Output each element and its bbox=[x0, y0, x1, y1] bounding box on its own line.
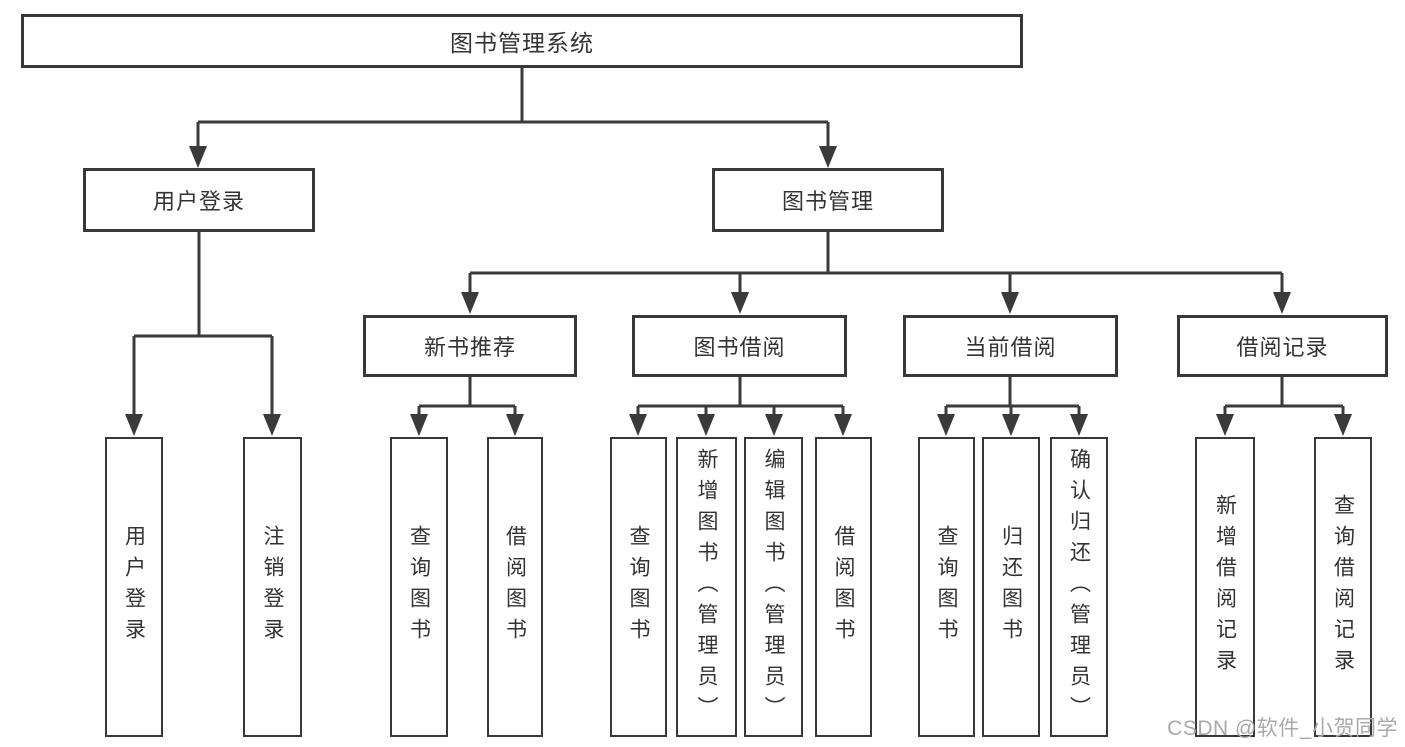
leaf-query-books-borrowing: 查询图书 bbox=[610, 437, 667, 737]
leaf-add-books-admin: 新增图书（管理员） bbox=[676, 437, 737, 737]
leaf-user-login-label: 用户登录 bbox=[122, 525, 146, 649]
node-user-login-label: 用户登录 bbox=[152, 189, 245, 214]
leaf-edit-books-admin: 编辑图书（管理员） bbox=[744, 437, 803, 737]
leaf-add-borrow-record-label: 新增借阅记录 bbox=[1213, 494, 1237, 680]
connector-root-to-level1 bbox=[189, 68, 837, 168]
node-current-borrowing-label: 当前借阅 bbox=[964, 335, 1057, 360]
leaf-query-borrow-record: 查询借阅记录 bbox=[1314, 437, 1372, 737]
leaf-query-books-recommend: 查询图书 bbox=[390, 437, 448, 737]
node-new-book-recommend-label: 新书推荐 bbox=[423, 335, 516, 360]
csdn-watermark: CSDN @软件_小贺同学 bbox=[1167, 717, 1398, 740]
node-root-label: 图书管理系统 bbox=[450, 30, 594, 56]
node-book-borrowing-label: 图书借阅 bbox=[693, 335, 786, 360]
leaf-query-books-current: 查询图书 bbox=[918, 437, 975, 737]
leaf-confirm-return-admin-label: 确认归还（管理员） bbox=[1067, 447, 1091, 727]
leaf-borrow-books: 借阅图书 bbox=[815, 437, 872, 737]
leaf-borrow-books-recommend: 借阅图书 bbox=[487, 437, 543, 737]
leaf-query-books-current-label: 查询图书 bbox=[935, 525, 958, 649]
leaf-borrow-books-recommend-label: 借阅图书 bbox=[503, 525, 527, 649]
node-book-borrowing: 图书借阅 bbox=[632, 315, 847, 377]
leaf-borrow-books-label: 借阅图书 bbox=[832, 525, 855, 649]
leaf-confirm-return-admin: 确认归还（管理员） bbox=[1050, 437, 1108, 737]
connector-book-borrowing-to-leaves bbox=[629, 377, 852, 436]
connector-new-book-recommend-to-leaves bbox=[410, 377, 524, 436]
connector-book-management-to-level2 bbox=[461, 232, 1291, 314]
leaf-return-books: 归还图书 bbox=[982, 437, 1040, 737]
leaf-query-books-borrowing-label: 查询图书 bbox=[627, 525, 650, 649]
node-user-login: 用户登录 bbox=[83, 168, 315, 232]
connector-borrowing-records-to-leaves bbox=[1216, 377, 1352, 436]
connector-user-login-to-leaves bbox=[125, 232, 281, 436]
connector-current-borrowing-to-leaves bbox=[937, 377, 1088, 436]
leaf-user-login: 用户登录 bbox=[105, 437, 163, 737]
leaf-logout: 注销登录 bbox=[243, 437, 302, 737]
node-book-management: 图书管理 bbox=[712, 168, 944, 232]
node-current-borrowing: 当前借阅 bbox=[903, 315, 1118, 377]
leaf-query-borrow-record-label: 查询借阅记录 bbox=[1331, 494, 1355, 680]
node-book-management-label: 图书管理 bbox=[781, 189, 874, 214]
leaf-edit-books-admin-label: 编辑图书（管理员） bbox=[762, 447, 785, 727]
leaf-add-borrow-record: 新增借阅记录 bbox=[1195, 437, 1255, 737]
node-new-book-recommend: 新书推荐 bbox=[363, 315, 577, 377]
leaf-logout-label: 注销登录 bbox=[261, 525, 284, 649]
leaf-query-books-recommend-label: 查询图书 bbox=[407, 525, 431, 649]
node-root-library-management-system: 图书管理系统 bbox=[21, 14, 1023, 68]
leaf-return-books-label: 归还图书 bbox=[999, 525, 1023, 649]
node-borrowing-records: 借阅记录 bbox=[1177, 315, 1388, 377]
leaf-add-books-admin-label: 新增图书（管理员） bbox=[695, 447, 718, 727]
node-borrowing-records-label: 借阅记录 bbox=[1236, 335, 1329, 360]
